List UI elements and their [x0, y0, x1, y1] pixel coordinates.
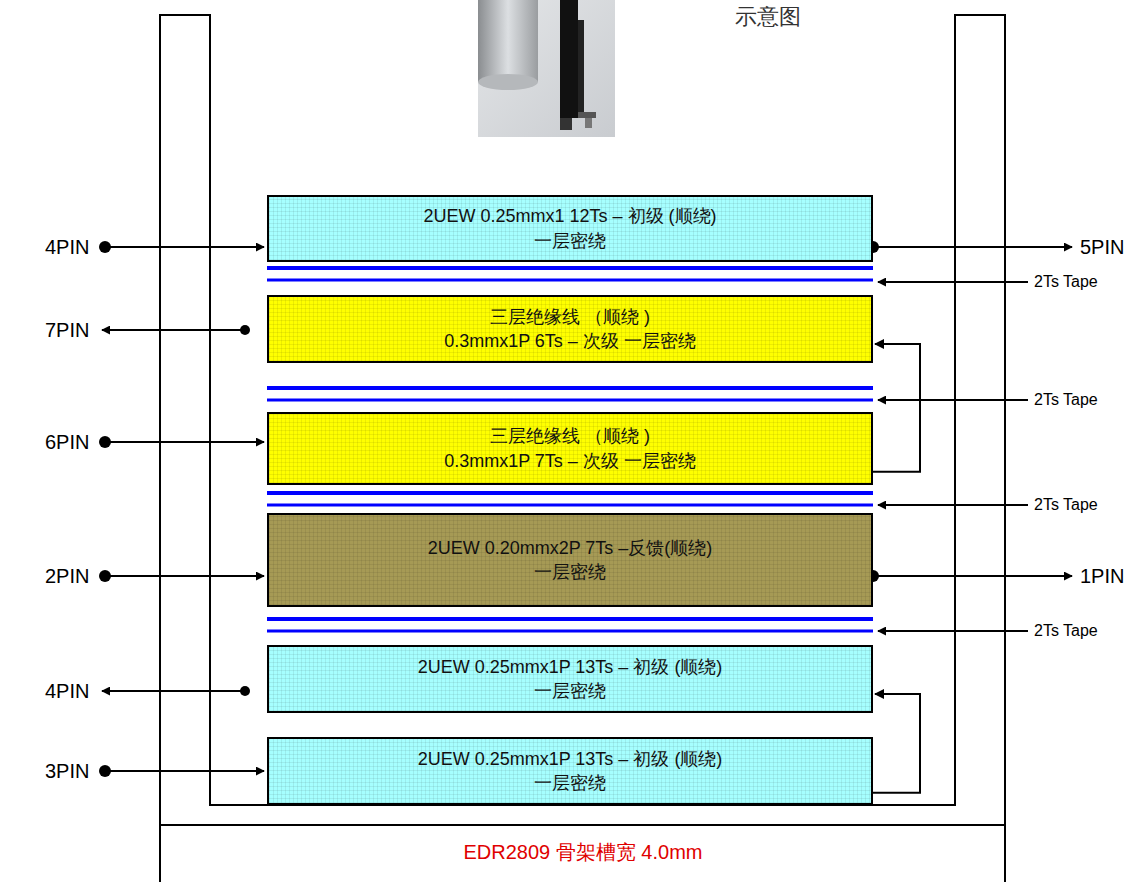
winding-spec: 0.3mmx1P 7Ts – 次级 一层密绕: [444, 449, 696, 473]
winding-spec: 一层密绕: [534, 679, 606, 703]
pin-label: 4PIN: [45, 680, 89, 703]
pin-label: 2PIN: [45, 565, 89, 588]
secondary-winding: 三层绝缘线 （顺绕 )0.3mmx1P 7Ts – 次级 一层密绕: [267, 412, 873, 485]
secondary-winding: 三层绝缘线 （顺绕 )0.3mmx1P 6Ts – 次级 一层密绕: [267, 295, 873, 363]
core-photo: [478, 0, 615, 137]
pin-leader: [102, 247, 1072, 771]
feedback-winding: 2UEW 0.20mmx2P 7Ts –反馈(顺绕)一层密绕: [267, 513, 873, 607]
winding-spec: 一层密绕: [534, 229, 606, 253]
primary-winding: 2UEW 0.25mmx1P 13Ts – 初级 (顺绕)一层密绕: [267, 645, 873, 713]
winding-spec: 2UEW 0.25mmx1P 13Ts – 初级 (顺绕): [418, 747, 723, 771]
winding-spec: 三层绝缘线 （顺绕 ): [490, 424, 650, 448]
diagram-title: 示意图: [735, 2, 801, 32]
winding-spec: 一层密绕: [534, 560, 606, 584]
tape-label: 2Ts Tape: [1034, 496, 1098, 514]
primary-winding: 2UEW 0.25mmx1P 13Ts – 初级 (顺绕)一层密绕: [267, 737, 873, 805]
dimension-note: EDR2809 骨架槽宽 4.0mm: [464, 839, 703, 866]
winding-spec: 2UEW 0.20mmx2P 7Ts –反馈(顺绕): [428, 536, 713, 560]
winding-link: [873, 339, 920, 472]
winding-spec: 0.3mmx1P 6Ts – 次级 一层密绕: [444, 329, 696, 353]
winding-spec: 三层绝缘线 （顺绕 ): [490, 305, 650, 329]
tape-layer: [267, 268, 873, 631]
tape-label: 2Ts Tape: [1034, 391, 1098, 409]
pin-label: 3PIN: [45, 760, 89, 783]
winding-link: [873, 689, 920, 793]
winding-spec: 2UEW 0.25mmx1P 13Ts – 初级 (顺绕): [418, 655, 723, 679]
pin-label: 5PIN: [1080, 236, 1124, 259]
pin-label: 6PIN: [45, 431, 89, 454]
pin-label: 4PIN: [45, 236, 89, 259]
tape-label: 2Ts Tape: [1034, 622, 1098, 640]
pin-dot: [99, 241, 879, 777]
tape-leader: [878, 282, 1028, 631]
bobbin-outline: [160, 15, 1005, 882]
pin-label: 1PIN: [1080, 565, 1124, 588]
tape-label: 2Ts Tape: [1034, 273, 1098, 291]
winding-spec: 一层密绕: [534, 771, 606, 795]
primary-winding: 2UEW 0.25mmx1 12Ts – 初级 (顺绕)一层密绕: [267, 195, 873, 262]
winding-spec: 2UEW 0.25mmx1 12Ts – 初级 (顺绕): [423, 204, 716, 228]
pin-label: 7PIN: [45, 319, 89, 342]
